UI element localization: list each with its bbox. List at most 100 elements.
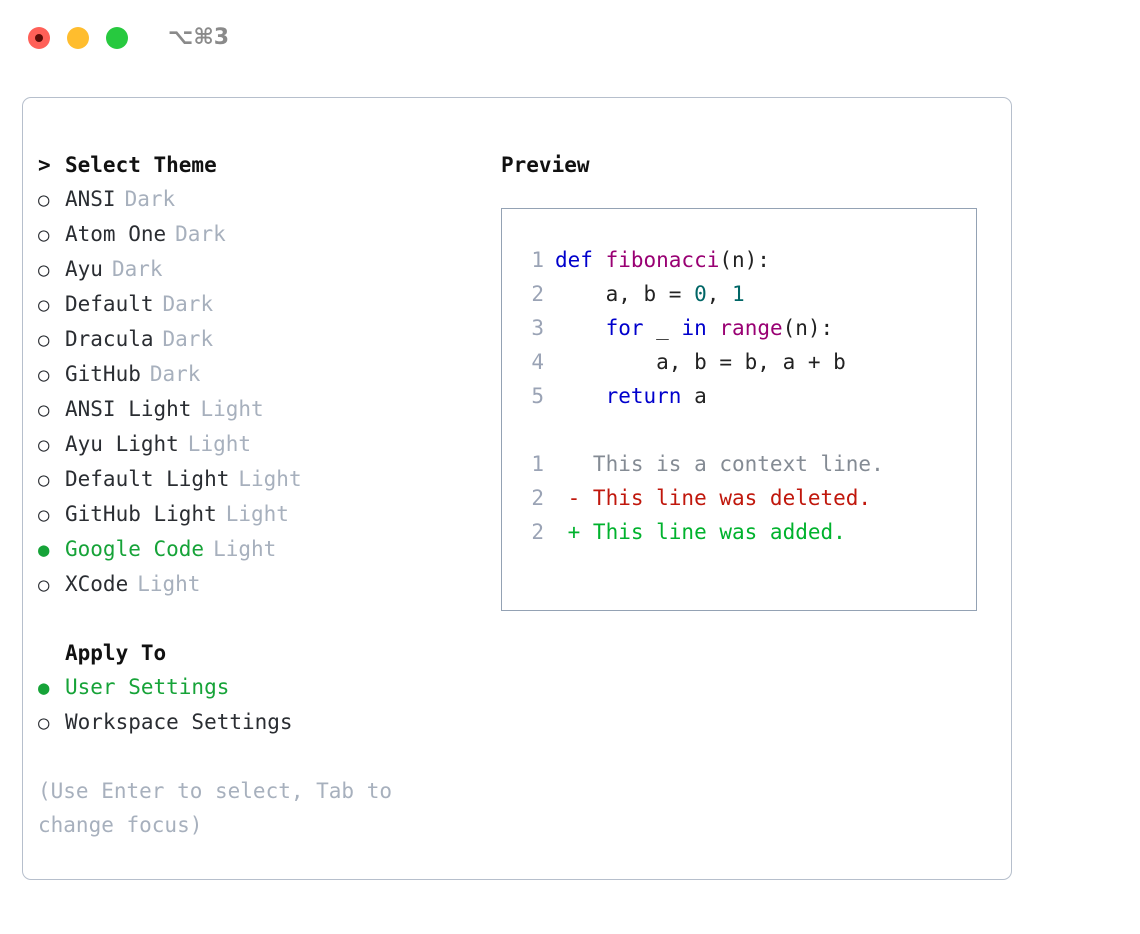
theme-option-variant: Dark [124,187,176,211]
theme-option-ansi-light[interactable]: ○ ANSI Light Light [38,392,478,427]
radio-unselected-icon: ○ [38,469,50,491]
keyboard-hint-line-2: change focus) [38,813,203,837]
theme-option-variant: Dark [111,257,163,281]
code-token-kw: return [605,384,682,408]
theme-option-default-light[interactable]: ○ Default Light Light [38,462,478,497]
diff-line-add: 2 + This line was added. [514,515,976,549]
apply-to-heading: Apply To [65,641,167,665]
code-line-text: a, b = b, a + b [555,345,846,379]
code-line-text: return a [555,379,707,413]
select-theme-heading: > Select Theme [38,148,478,182]
minimize-window-button[interactable] [67,27,89,49]
code-token-kw: for [605,316,644,340]
radio-unselected-icon: ○ [38,329,50,351]
close-window-button[interactable] [28,27,50,49]
theme-option-variant: Dark [162,292,214,316]
code-token-pl [555,316,606,340]
code-token-pl: _ [643,316,682,340]
code-line: 5 return a [514,379,976,413]
code-token-num: 0 [694,282,707,306]
diff-line-text: + This line was added. [555,520,846,544]
theme-option-variant: Light [187,432,252,456]
theme-option-variant: Light [225,502,289,526]
theme-option-variant: Light [213,537,277,561]
theme-option-variant: Light [238,467,302,491]
code-token-fn: fibonacci [605,248,720,272]
apply-to-option-label: User Settings [65,675,230,699]
theme-option-label: Atom One [65,222,167,246]
diff-line-del: 2 - This line was deleted. [514,481,976,515]
code-line-text: for _ in range(n): [555,311,834,345]
code-line: 4 a, b = b, a + b [514,345,976,379]
code-line: 3 for _ in range(n): [514,311,976,345]
radio-selected-icon: ● [38,677,50,699]
code-token-pl [555,384,606,408]
theme-option-label: Default [65,292,154,316]
caret-icon: > [38,153,51,177]
radio-unselected-icon: ○ [38,294,50,316]
select-theme-heading-label: Select Theme [65,153,217,177]
diff-line-text: This is a context line. [555,452,884,476]
code-token-pl [707,316,720,340]
theme-option-variant: Dark [175,222,226,246]
code-token-pl: a, b = [555,282,695,306]
code-token-pl: , [706,282,733,306]
theme-option-variant: Light [200,397,264,421]
radio-unselected-icon: ○ [38,434,50,456]
apply-to-list[interactable]: ● User Settings ○Workspace Settings [38,670,478,740]
maximize-window-button[interactable] [106,27,128,49]
radio-unselected-icon: ○ [38,712,50,734]
code-token-pl: (n): [782,316,834,340]
code-line-number: 2 [531,282,544,306]
theme-option-label: Default Light [65,467,230,491]
traffic-light-group [28,27,128,49]
diff-sample: 1 This is a context line.2 - This line w… [514,447,976,549]
diff-line-number: 1 [531,452,544,476]
theme-option-label: Ayu [65,257,103,281]
radio-unselected-icon: ○ [38,574,50,596]
radio-unselected-icon: ○ [38,259,50,281]
diff-line-text: - This line was deleted. [555,486,872,510]
theme-option-label: Google Code [65,537,205,561]
theme-option-ayu-light[interactable]: ○ Ayu Light Light [38,427,478,462]
theme-option-variant: Dark [162,327,214,351]
section-spacer [38,602,478,636]
theme-option-label: GitHub [65,362,141,386]
code-token-num: 1 [732,282,745,306]
theme-option-label: ANSI Light [65,397,192,421]
radio-unselected-icon: ○ [38,504,50,526]
apply-to-option-user-settings[interactable]: ● User Settings [38,670,478,705]
theme-option-label: Ayu Light [65,432,179,456]
apply-to-option-workspace-settings[interactable]: ○Workspace Settings [38,705,478,740]
theme-option-ayu[interactable]: ○ Ayu Dark [38,252,478,287]
code-token-pl: a, b = b, a + b [555,350,846,374]
theme-option-label: XCode [65,572,129,596]
code-diff-spacer [514,413,976,447]
theme-option-default[interactable]: ○ Default Dark [38,287,478,322]
radio-unselected-icon: ○ [38,364,50,386]
preview-title: Preview [501,153,590,177]
diff-line-number: 2 [531,520,544,544]
code-token-pl: (n): [719,248,770,272]
keyboard-shortcut-label: ⌥⌘3 [168,25,230,50]
diff-line-ctx: 1 This is a context line. [514,447,976,481]
theme-option-variant: Light [137,572,201,596]
radio-unselected-icon: ○ [38,399,50,421]
code-token-fn: range [719,316,783,340]
theme-option-xcode[interactable]: ○ XCode Light [38,567,478,602]
code-token-pl: a [681,384,707,408]
code-line-number: 1 [531,248,544,272]
